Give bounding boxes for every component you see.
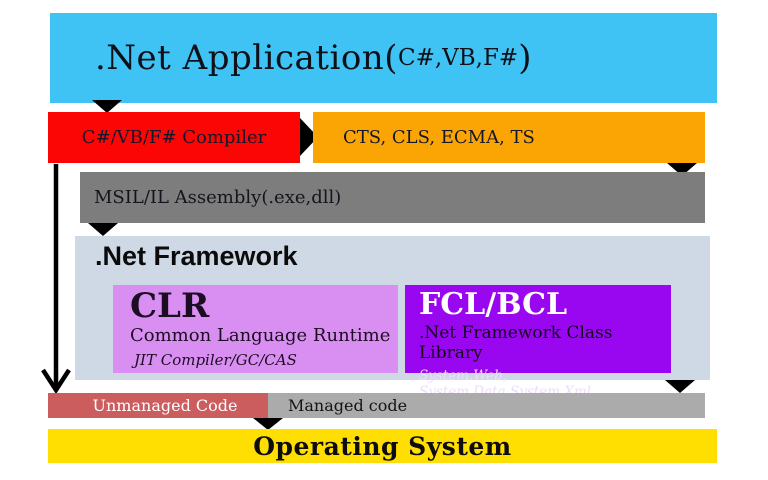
fcl-acronym: FCL/BCL bbox=[419, 287, 568, 322]
fcl-name: .Net Framework Class Library bbox=[419, 323, 613, 363]
compiler-label: C#/VB/F# Compiler bbox=[81, 127, 267, 148]
msil-label: MSIL/IL Assembly(.exe,dll) bbox=[94, 187, 342, 208]
framework-title: .Net Framework bbox=[95, 241, 298, 271]
managed-code-label: Managed code bbox=[288, 396, 408, 415]
arrow-app-to-compiler-icon bbox=[92, 100, 122, 113]
clr-box: CLR Common Language Runtime JIT Compiler… bbox=[113, 285, 398, 373]
cts-label: CTS, CLS, ECMA, TS bbox=[343, 127, 535, 148]
arrow-compiler-to-unmanaged-icon bbox=[41, 164, 71, 395]
cts-box: CTS, CLS, ECMA, TS bbox=[313, 112, 705, 163]
net-application-label: .Net Application( bbox=[95, 38, 398, 78]
fcl-box: FCL/BCL .Net Framework Class Library Sys… bbox=[405, 285, 671, 400]
unmanaged-code-box: Unmanaged Code bbox=[48, 393, 268, 418]
net-application-languages: C#,VB,F# bbox=[397, 45, 519, 71]
clr-name: Common Language Runtime bbox=[130, 325, 391, 346]
arrow-msil-to-framework-icon bbox=[88, 223, 118, 236]
operating-system-box: Operating System bbox=[48, 429, 717, 463]
net-application-box: .Net Application(C#,VB,F#) bbox=[50, 13, 717, 103]
arrow-framework-to-managed-icon bbox=[665, 380, 695, 393]
unmanaged-code-label: Unmanaged Code bbox=[92, 396, 238, 415]
compiler-box: C#/VB/F# Compiler bbox=[48, 112, 300, 163]
managed-code-box: Managed code bbox=[268, 393, 705, 418]
clr-detail: JIT Compiler/GC/CAS bbox=[134, 351, 297, 369]
arrow-managed-to-os-icon bbox=[253, 418, 283, 430]
net-application-label-close: ) bbox=[518, 38, 532, 78]
operating-system-label: Operating System bbox=[253, 431, 512, 461]
clr-acronym: CLR bbox=[130, 286, 210, 326]
framework-box: .Net Framework CLR Common Language Runti… bbox=[75, 236, 710, 400]
msil-box: MSIL/IL Assembly(.exe,dll) bbox=[80, 172, 705, 223]
